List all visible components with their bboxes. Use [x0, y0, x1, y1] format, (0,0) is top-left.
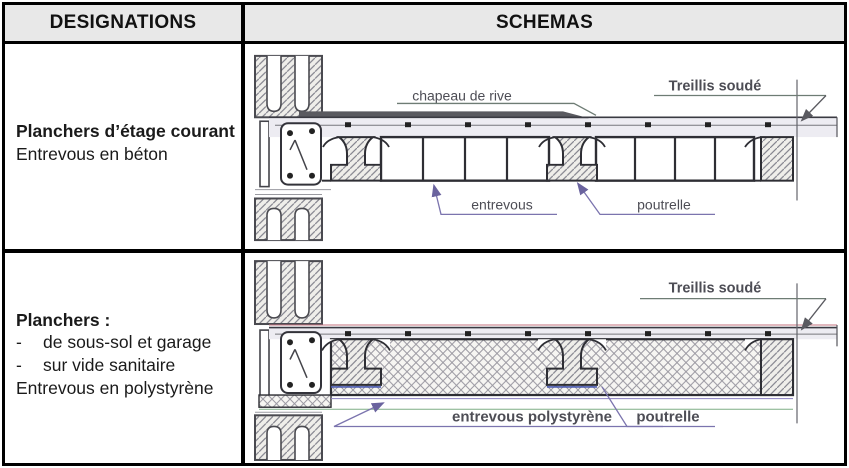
mesh-dots — [345, 331, 771, 337]
leader-treillis — [800, 95, 827, 122]
designation-subtitle: Entrevous en béton — [16, 143, 168, 164]
wall-section — [254, 260, 323, 461]
annotations: Treillis soudé entrevous polystyrène pou… — [333, 280, 827, 428]
dash-marker: - — [16, 355, 22, 375]
poutrelle-1 — [330, 338, 382, 386]
label-entrevous-polystyrene: entrevous polystyrène — [452, 408, 612, 425]
label-poutrelle: poutrelle — [636, 408, 699, 425]
entrevous-blocks — [322, 135, 756, 182]
header-schemas: SCHEMAS — [245, 5, 844, 44]
rebar-cage — [280, 122, 322, 186]
label-poutrelle: poutrelle — [637, 196, 691, 212]
label-entrevous: entrevous — [471, 196, 532, 212]
wall-section — [254, 54, 331, 242]
polystyrene-under-chainage — [258, 394, 332, 408]
poutrelle-beams — [321, 338, 794, 397]
header-schemas-label: SCHEMAS — [495, 12, 594, 33]
leader-entrevous — [333, 402, 663, 428]
planelle-rive — [259, 329, 270, 398]
designation-etage-courant: Planchers d’étage courant Entrevous en b… — [5, 44, 245, 253]
leader-poutrelle — [576, 182, 715, 215]
designation-title: Planchers : — [16, 309, 111, 330]
designation-item-label: de sous-sol et garage — [43, 332, 212, 353]
label-chapeau-de-rive: chapeau de rive — [412, 88, 512, 104]
floor-slab — [269, 111, 838, 138]
label-treillis-soude: Treillis soudé — [669, 79, 762, 95]
header-designations: DESIGNATIONS — [5, 5, 245, 44]
designation-item-label: sur vide sanitaire — [43, 355, 176, 375]
label-treillis-soude: Treillis soudé — [669, 280, 762, 296]
dash-marker: - — [16, 332, 22, 353]
designation-sous-sol: Planchers : - de sous-sol et garage - su… — [5, 253, 245, 463]
diagram-plancher-polystyrene: Treillis soudé entrevous polystyrène pou… — [254, 260, 838, 461]
mesh-dots — [345, 122, 771, 128]
designation-item: - de sous-sol et garage — [16, 331, 235, 354]
schema-entrevous-beton: chapeau de rive Treillis soudé entrevous… — [245, 44, 844, 253]
leader-chapeau — [397, 102, 597, 116]
poutrelle-2 — [546, 136, 598, 182]
leader-poutrelle — [601, 386, 715, 428]
designation-title: Planchers d’étage courant — [16, 120, 235, 141]
schema-entrevous-polystyrene: Treillis soudé entrevous polystyrène pou… — [245, 253, 844, 463]
designation-subtitle: Entrevous en polystyrène — [16, 377, 214, 398]
diagram-plancher-beton: chapeau de rive Treillis soudé entrevous… — [254, 54, 838, 242]
edge-beam — [760, 338, 794, 397]
edge-beam — [760, 136, 794, 182]
floor-slab — [269, 324, 838, 347]
header-designations-label: DESIGNATIONS — [49, 12, 197, 33]
planelle-rive — [259, 120, 270, 188]
rebar-cage — [280, 331, 322, 395]
annotations: chapeau de rive Treillis soudé entrevous… — [397, 79, 827, 215]
designation-item: - sur vide sanitaire — [16, 354, 235, 377]
poutrelle-2 — [546, 338, 598, 386]
leader-treillis — [800, 298, 827, 331]
poutrelle-beams — [322, 136, 794, 182]
poutrelle-1 — [330, 136, 382, 182]
leader-entrevous — [431, 183, 557, 215]
